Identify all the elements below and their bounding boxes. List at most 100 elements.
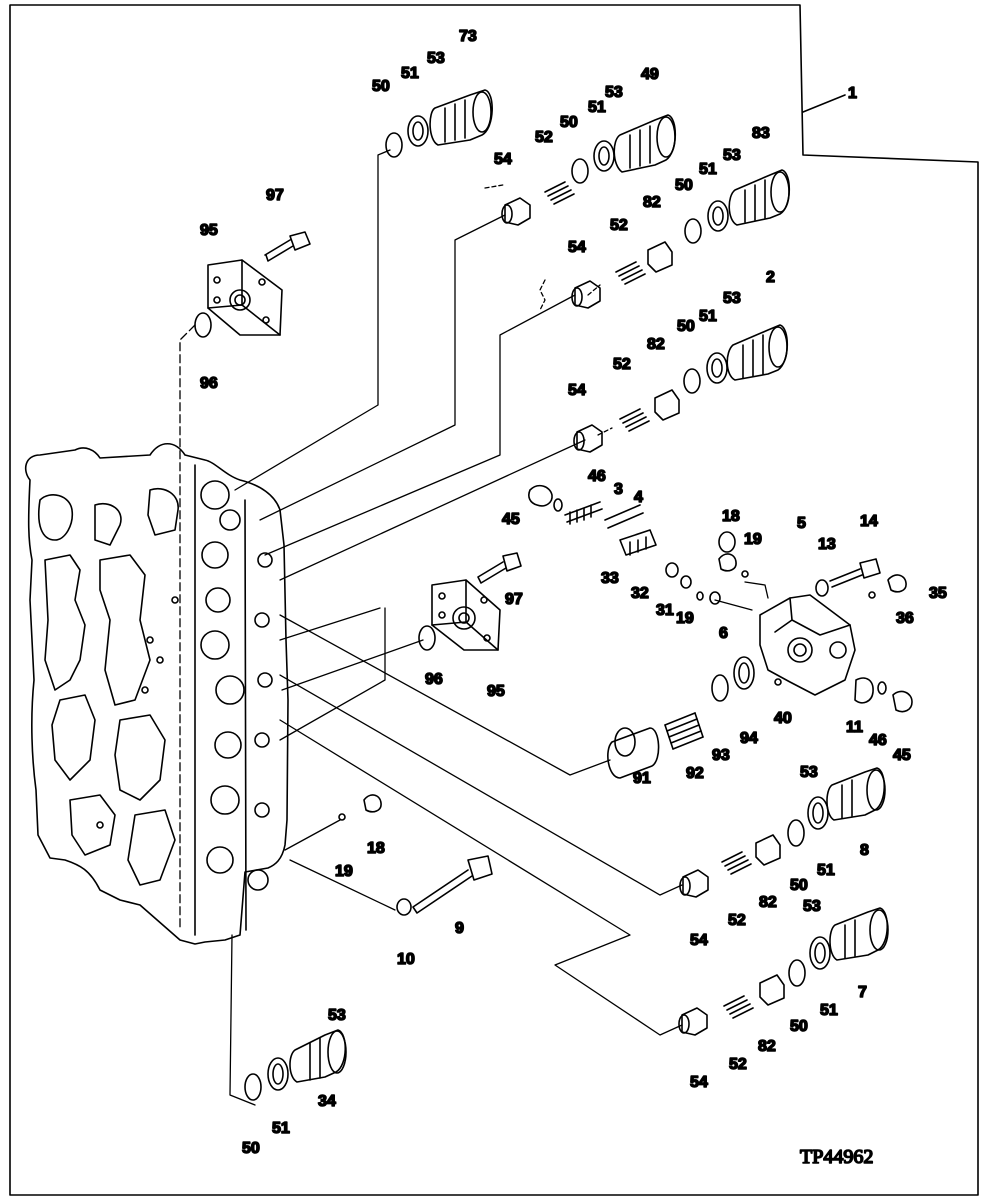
- bolts: [264, 231, 881, 914]
- label-82b: 82: [647, 336, 665, 353]
- label-51d: 51: [699, 308, 717, 325]
- leader-lines: [179, 149, 769, 1106]
- label-53f: 53: [803, 898, 821, 915]
- label-51a: 51: [401, 65, 419, 82]
- label-51e: 51: [817, 862, 835, 879]
- label-52c: 52: [613, 356, 631, 373]
- label-46b: 46: [869, 732, 887, 749]
- label-96b: 96: [425, 671, 443, 688]
- o-rings: [194, 115, 831, 1101]
- label-36: 36: [896, 610, 914, 627]
- label-2: 2: [766, 269, 775, 286]
- label-45a: 45: [502, 511, 520, 528]
- flange-lower: [431, 579, 501, 651]
- label-7: 7: [858, 984, 867, 1001]
- label-45b: 45: [893, 747, 911, 764]
- label-51b: 51: [588, 99, 606, 116]
- label-50e: 50: [790, 877, 808, 894]
- label-94: 94: [740, 730, 758, 747]
- label-31: 31: [656, 602, 674, 619]
- label-50d: 50: [677, 318, 695, 335]
- label-82a: 82: [643, 194, 661, 211]
- label-93: 93: [712, 747, 730, 764]
- label-4: 4: [634, 489, 643, 506]
- label-52b: 52: [610, 217, 628, 234]
- label-32: 32: [631, 585, 649, 602]
- label-35: 35: [929, 585, 947, 602]
- label-40: 40: [774, 710, 792, 727]
- label-53a: 53: [427, 50, 445, 67]
- label-53b: 53: [605, 84, 623, 101]
- label-19b: 19: [676, 610, 694, 627]
- label-11: 11: [846, 719, 863, 736]
- label-51g: 51: [272, 1120, 290, 1137]
- label-97b: 97: [505, 591, 523, 608]
- plug-2: [726, 324, 789, 381]
- label-19c: 19: [335, 863, 353, 880]
- label-50b: 50: [560, 114, 578, 131]
- drawing-code: TP44962: [800, 1146, 873, 1168]
- label-50g: 50: [242, 1140, 260, 1157]
- label-82c: 82: [759, 894, 777, 911]
- plug-49: [613, 114, 677, 173]
- plug-73: [429, 89, 493, 146]
- label-10: 10: [397, 951, 415, 968]
- label-83: 83: [752, 125, 770, 142]
- label-92: 92: [686, 765, 704, 782]
- poppets: [501, 197, 709, 1036]
- label-49: 49: [641, 66, 659, 83]
- label-51c: 51: [699, 161, 717, 178]
- pilot-piston: [607, 712, 704, 779]
- label-96a: 96: [200, 375, 218, 392]
- label-13: 13: [818, 536, 836, 553]
- part-labels: 1 2 3 4 5 6 7 8 9 10 11 13 14 18 18 19 1…: [199, 27, 947, 1158]
- valve-housing: [24, 442, 289, 945]
- label-3: 3: [614, 481, 623, 498]
- label-52d: 52: [728, 912, 746, 929]
- plug-34: [289, 1029, 347, 1083]
- label-53c: 53: [723, 147, 741, 164]
- label-54e: 54: [690, 1074, 708, 1091]
- label-54a: 54: [494, 151, 512, 168]
- label-33: 33: [601, 570, 619, 587]
- label-54b: 54: [568, 239, 586, 256]
- label-52a: 52: [535, 129, 553, 146]
- label-18a: 18: [722, 508, 740, 525]
- label-1: 1: [848, 85, 857, 102]
- leader-1: [802, 94, 846, 113]
- label-9: 9: [455, 920, 464, 937]
- plug-83: [728, 169, 791, 226]
- border-frame: [9, 4, 979, 1196]
- label-34: 34: [318, 1093, 336, 1110]
- label-18b: 18: [367, 840, 385, 857]
- label-52e: 52: [729, 1056, 747, 1073]
- label-54d: 54: [690, 932, 708, 949]
- label-50f: 50: [790, 1018, 808, 1035]
- label-95b: 95: [487, 683, 505, 700]
- label-73: 73: [459, 28, 477, 45]
- plug-7: [829, 907, 889, 961]
- label-46a: 46: [588, 468, 606, 485]
- label-6: 6: [719, 625, 728, 642]
- label-53e: 53: [800, 764, 818, 781]
- label-5: 5: [797, 515, 806, 532]
- label-97a: 97: [266, 187, 284, 204]
- relief-valve-assembly: [338, 484, 913, 916]
- label-53g: 53: [328, 1007, 346, 1024]
- label-19a: 19: [744, 531, 762, 548]
- label-14: 14: [860, 513, 878, 530]
- label-50a: 50: [372, 78, 390, 95]
- label-8: 8: [860, 842, 869, 859]
- label-82d: 82: [758, 1038, 776, 1055]
- label-53d: 53: [723, 290, 741, 307]
- label-95a: 95: [200, 222, 218, 239]
- label-51f: 51: [820, 1002, 838, 1019]
- plug-8: [826, 767, 886, 821]
- label-91: 91: [633, 770, 651, 787]
- label-50c: 50: [675, 177, 693, 194]
- flange-upper: [207, 259, 283, 336]
- pistons: [647, 241, 785, 1006]
- springs: [544, 181, 754, 1019]
